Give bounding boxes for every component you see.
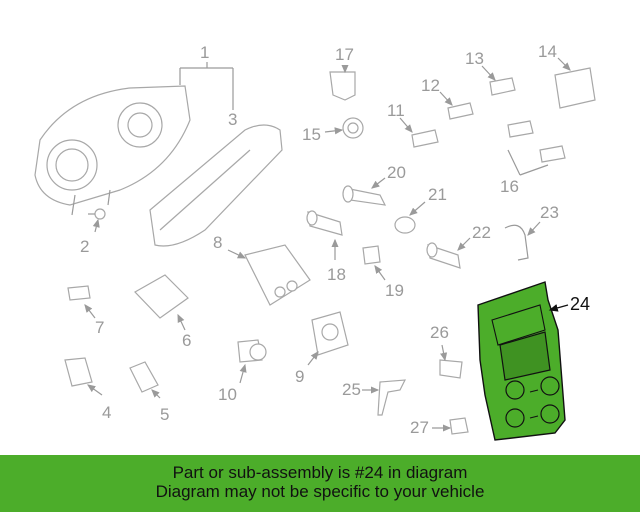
part-9-bracket	[311, 311, 349, 356]
part-16-switches	[507, 120, 566, 163]
part-19-clip	[362, 245, 381, 265]
callout-label-19: 19	[385, 281, 404, 300]
part-12-switch	[447, 102, 474, 120]
part-4-sensor	[64, 357, 93, 387]
callout-label-1: 1	[200, 43, 209, 62]
callout-label-21: 21	[428, 185, 447, 204]
callout-label-20: 20	[387, 163, 406, 182]
callout-label-24: 24	[570, 294, 590, 314]
part-10-switch	[237, 339, 267, 363]
part-7-clip	[67, 285, 91, 301]
part-11-switch	[411, 129, 439, 148]
callout-label-16: 16	[500, 177, 519, 196]
callout-label-25: 25	[342, 380, 361, 399]
info-banner: Part or sub-assembly is #24 in diagram D…	[0, 455, 640, 512]
callout-label-10: 10	[218, 385, 237, 404]
callout-label-4: 4	[102, 403, 111, 422]
part-21-ring	[394, 216, 416, 234]
callout-label-11: 11	[387, 101, 405, 120]
part-24-control-panel-highlighted	[477, 281, 566, 441]
part-17-switch	[329, 71, 356, 101]
part-2-screw	[88, 208, 106, 220]
callout-label-3: 3	[228, 110, 237, 129]
part-22-socket	[426, 242, 461, 269]
callout-label-7: 7	[95, 318, 104, 337]
part-3-cluster-bezel	[149, 124, 283, 247]
part-5-switch	[129, 361, 159, 393]
part-13-switch	[489, 77, 516, 96]
part-8-vent	[244, 244, 311, 306]
part-26-connector	[439, 359, 463, 379]
callout-label-27: 27	[410, 418, 429, 437]
callout-label-18: 18	[327, 265, 346, 284]
callout-label-22: 22	[472, 223, 491, 242]
callout-label-8: 8	[213, 233, 222, 252]
callout-label-2: 2	[80, 237, 89, 256]
banner-line-2: Diagram may not be specific to your vehi…	[155, 482, 485, 501]
part-23-harness	[504, 224, 529, 261]
callout-label-15: 15	[302, 125, 321, 144]
callout-label-26: 26	[430, 323, 449, 342]
callout-label-17: 17	[335, 45, 354, 64]
callout-label-13: 13	[465, 49, 484, 68]
part-6-switch	[134, 274, 189, 319]
banner-line-1: Part or sub-assembly is #24 in diagram	[172, 463, 468, 482]
part-25-bracket	[377, 379, 407, 416]
part-18-socket	[306, 210, 343, 236]
part-1-instrument-cluster	[34, 85, 191, 216]
part-20-lighter	[342, 185, 387, 206]
callout-label-14: 14	[538, 42, 557, 61]
parts-diagram: 1 3 2 17 15 13 14 12 11	[34, 42, 596, 441]
callout-label-5: 5	[160, 405, 169, 424]
callout-label-23: 23	[540, 203, 559, 222]
part-27-connector	[449, 417, 469, 435]
part-15-knob	[342, 117, 364, 139]
part-14-module	[554, 67, 596, 109]
callout-label-9: 9	[295, 367, 304, 386]
callout-label-12: 12	[421, 76, 440, 95]
callout-label-6: 6	[182, 331, 191, 350]
